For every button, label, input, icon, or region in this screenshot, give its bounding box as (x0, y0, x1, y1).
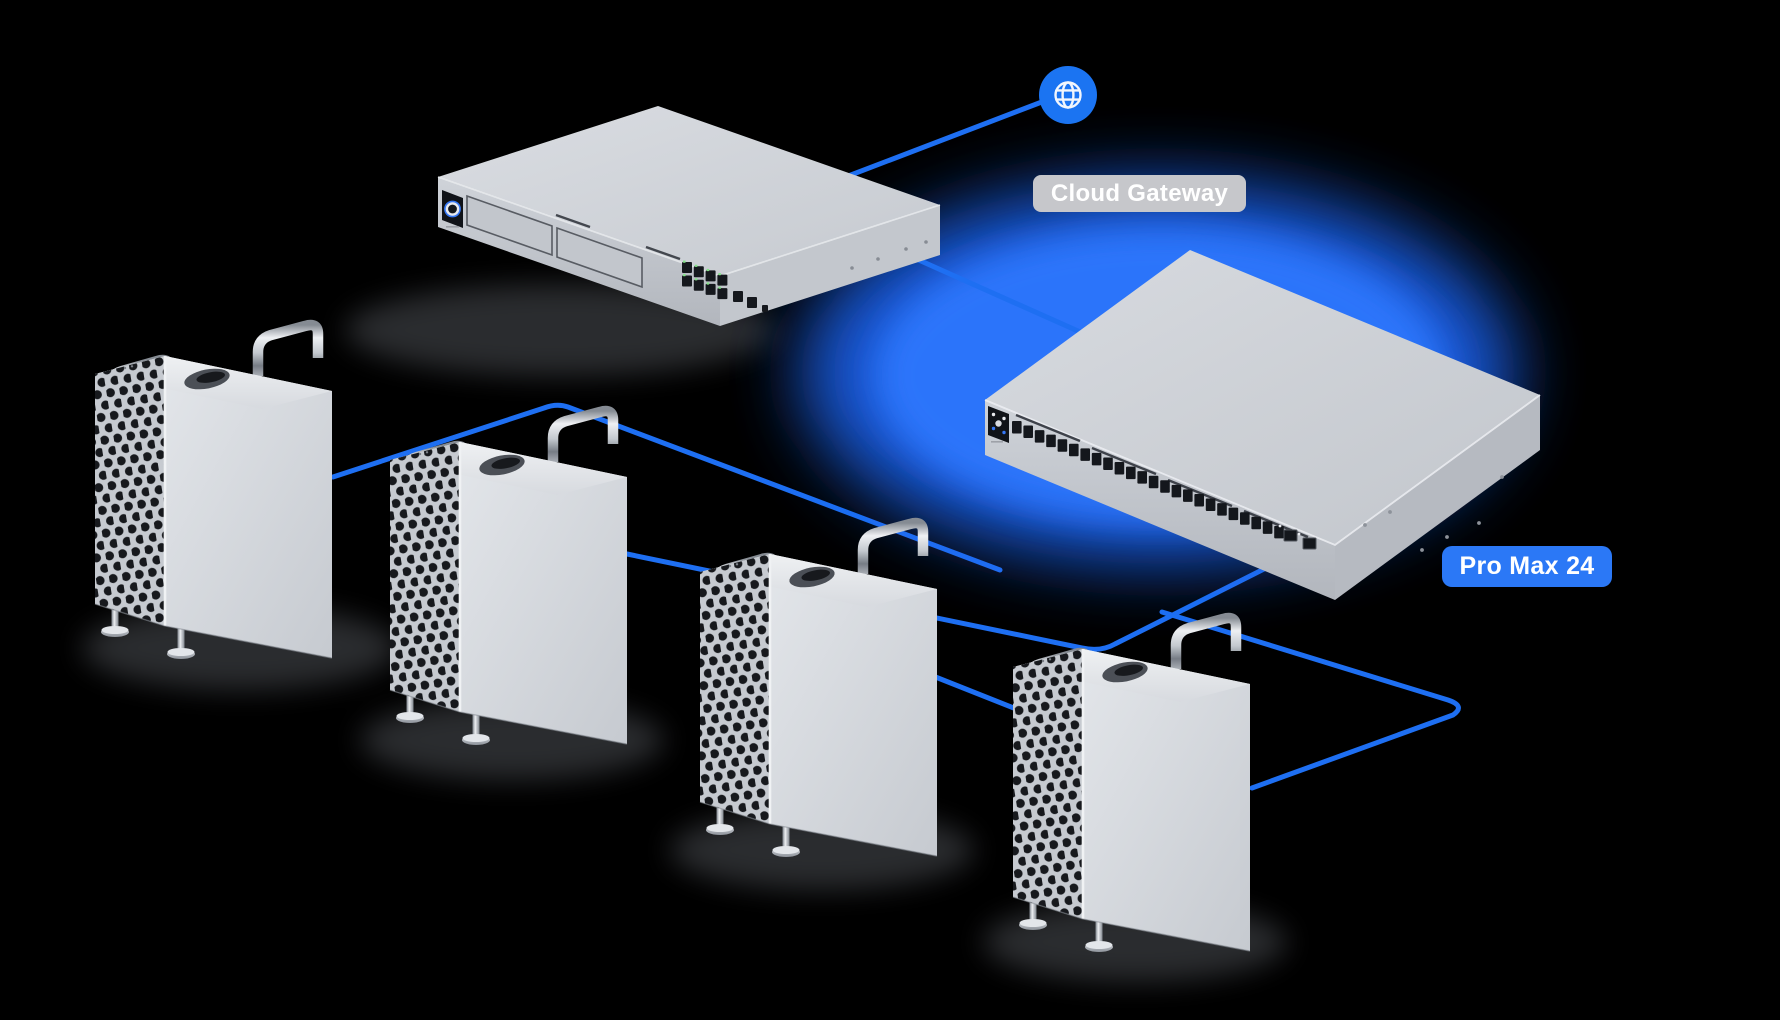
gateway-display (442, 190, 463, 228)
cloud-gateway-label: Cloud Gateway (1033, 175, 1246, 212)
workstation-2 (390, 411, 627, 745)
gateway-screws (850, 240, 928, 270)
switch-sfp-ports (1278, 524, 1317, 550)
workstation-3 (700, 523, 937, 857)
switch-display (988, 406, 1009, 443)
switch-screws (1363, 475, 1504, 552)
cable-workstation-1 (330, 402, 1003, 573)
switch-device (984, 250, 1541, 600)
cable-workstation-4 (1159, 609, 1461, 791)
switch-rj45-ports (1012, 421, 1284, 539)
switch-right-face (1335, 395, 1540, 600)
cable-internet (819, 97, 1050, 189)
gateway-uplink-ports (733, 291, 768, 312)
gateway-right-face (720, 205, 940, 326)
gateway-rj45-ports (682, 260, 728, 300)
gateway-top-face (438, 106, 940, 276)
cloud-gateway-device (437, 106, 941, 326)
switch-top-face (985, 250, 1540, 545)
workstation-4 (1013, 618, 1250, 952)
gateway-drive-bays (466, 194, 643, 289)
switch-model-label: Pro Max 24 (1442, 546, 1612, 587)
workstation-1 (95, 325, 332, 659)
globe-icon (1039, 66, 1097, 124)
